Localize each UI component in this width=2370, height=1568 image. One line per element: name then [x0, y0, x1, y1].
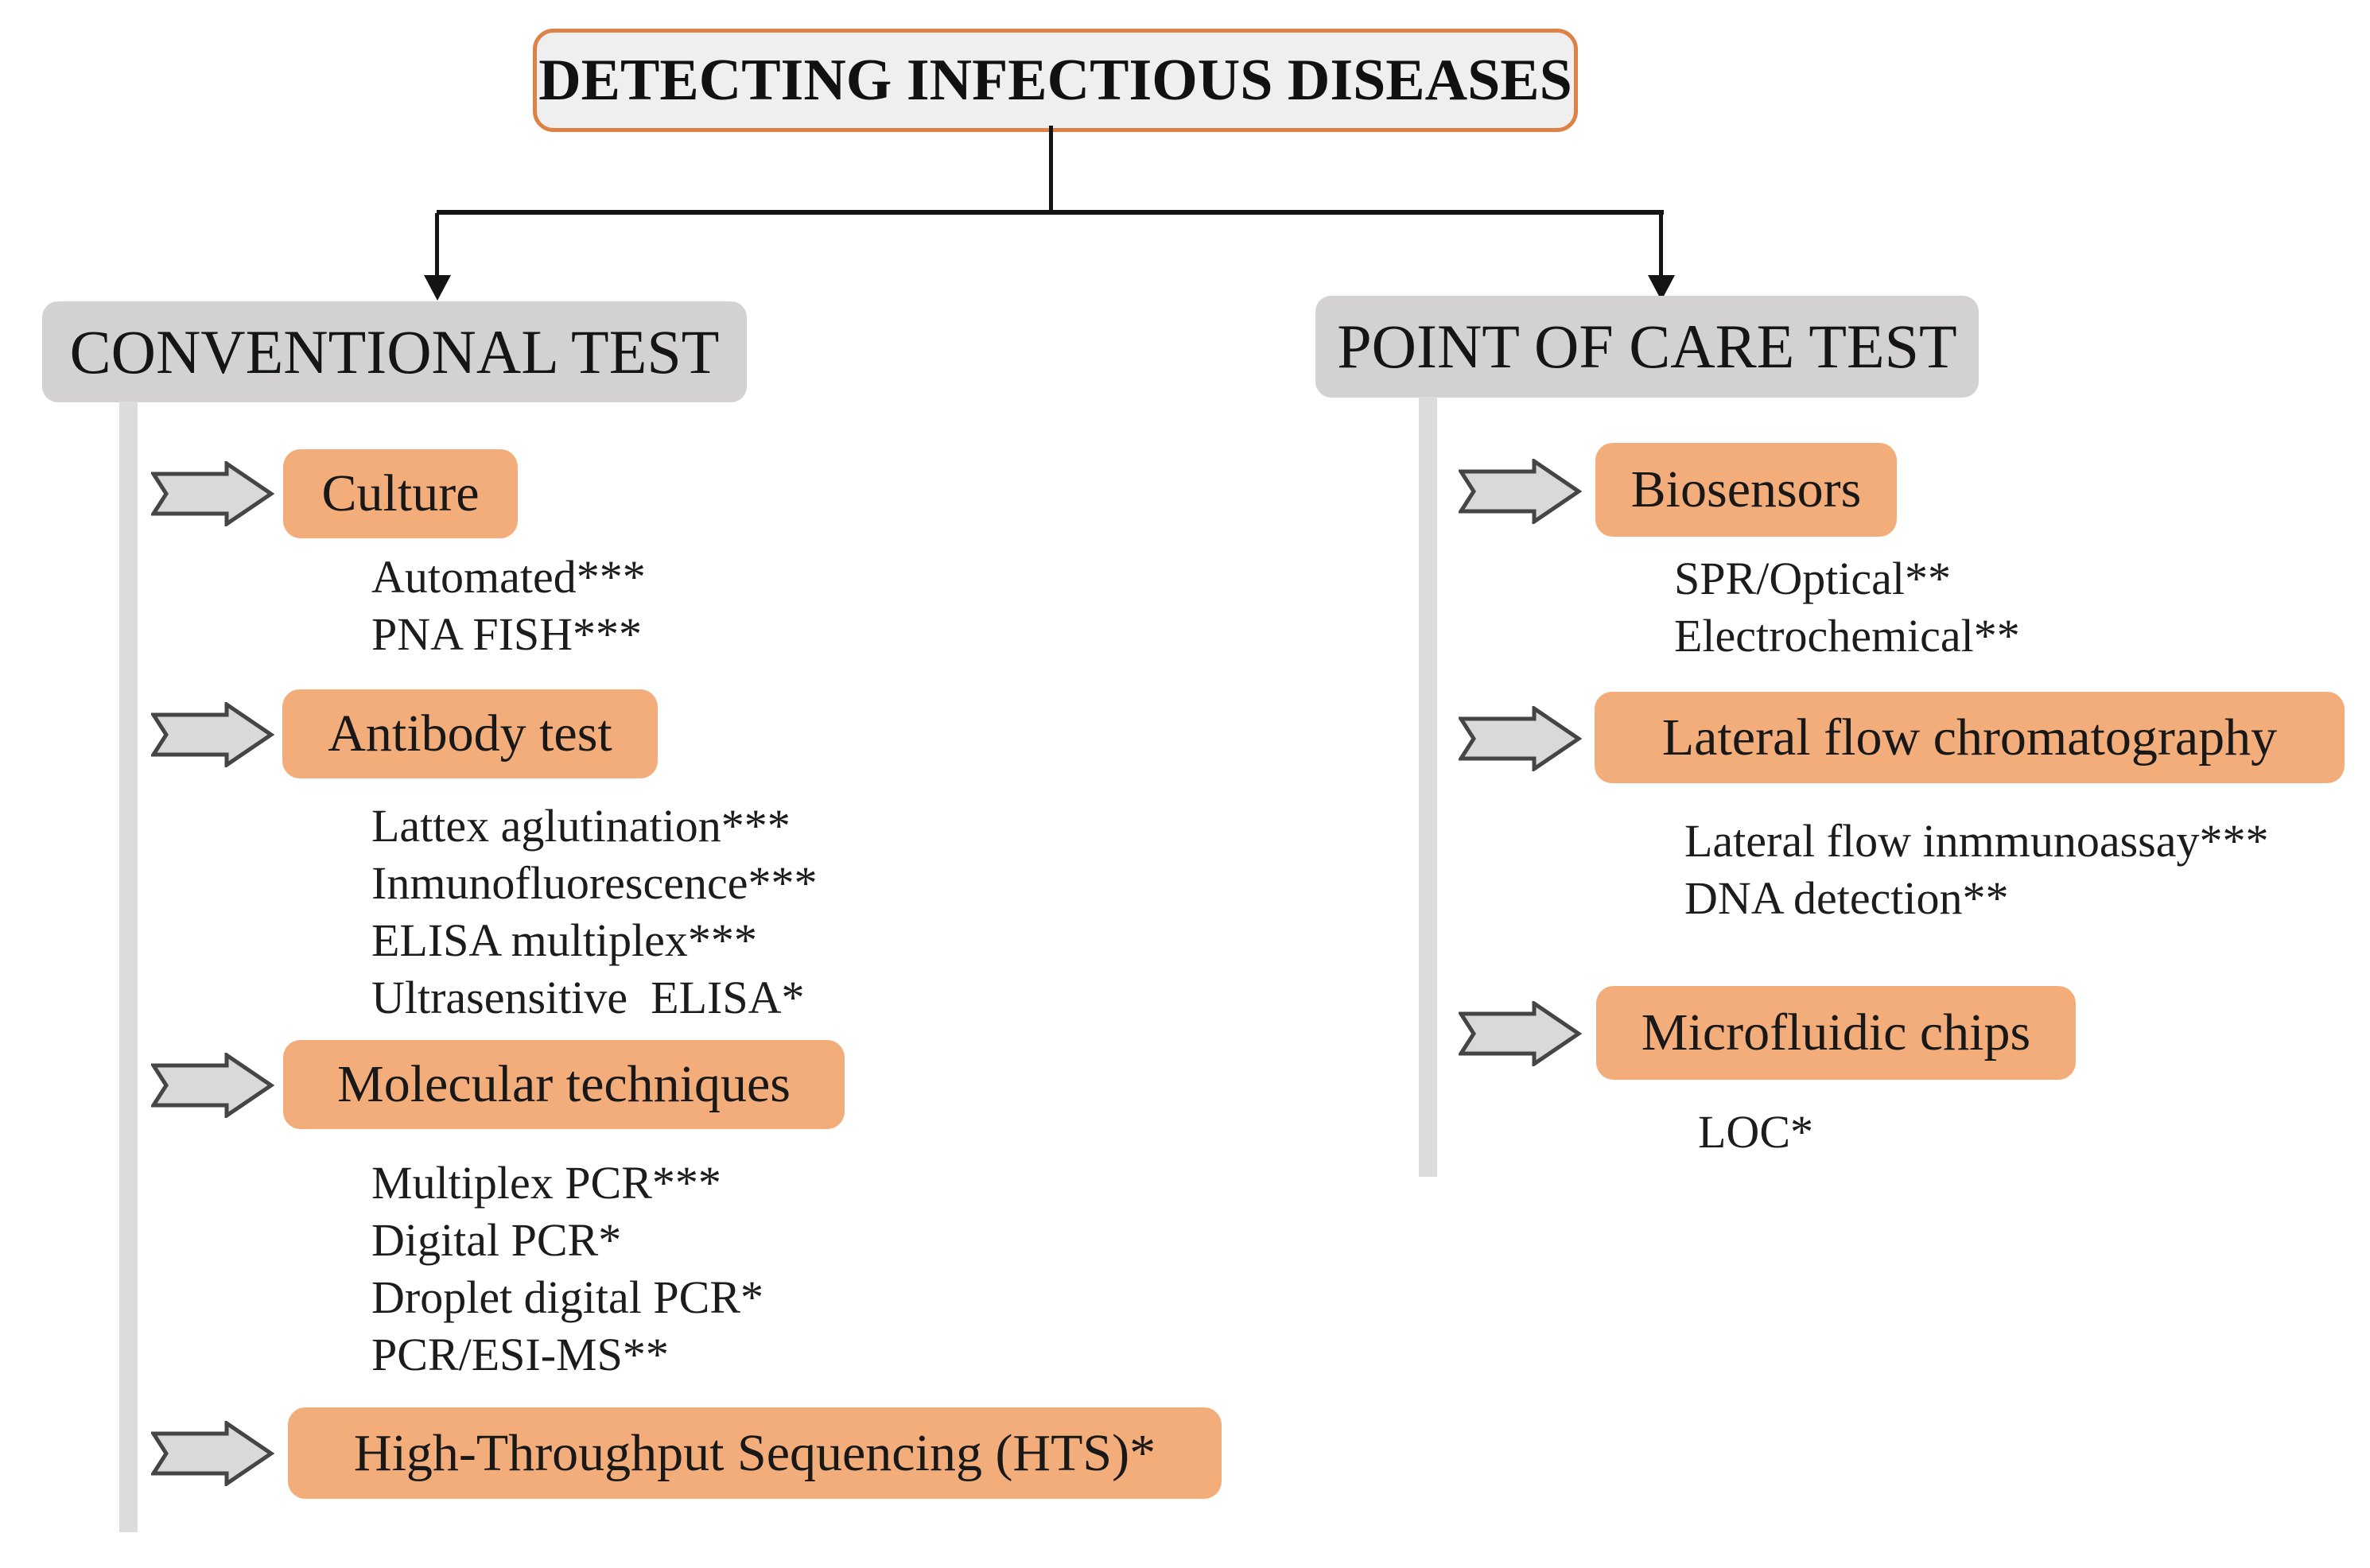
item-text: Multiplex PCR***: [371, 1157, 721, 1209]
flow-arrow-icon: [1457, 457, 1583, 528]
item-list-molecular-techniques: Multiplex PCR*** Digital PCR* Droplet di…: [371, 1155, 763, 1384]
item-text: Lattex aglutination***: [371, 800, 791, 852]
flow-arrow-icon: [1457, 704, 1583, 775]
branch-spine-right: [1419, 397, 1437, 1177]
category-node-antibody-test: Antibody test: [282, 689, 658, 778]
category-node-lateral-flow-chromatography: Lateral flow chromatography: [1595, 692, 2345, 783]
category-node-culture: Culture: [283, 449, 518, 538]
item-text: ELISA multiplex***: [371, 914, 757, 966]
item-text: DNA detection**: [1684, 872, 2009, 924]
connector-drop-right: [1659, 213, 1663, 277]
category-node-molecular-techniques: Molecular techniques: [283, 1040, 845, 1129]
item-list-culture: Automated*** PNA FISH***: [371, 549, 646, 663]
item-list-antibody-test: Lattex aglutination*** Inmunofluorescenc…: [371, 798, 817, 1027]
category-node-microfluidic-chips: Microfluidic chips: [1596, 986, 2076, 1080]
item-text: Inmunofluorescence***: [371, 857, 818, 909]
flow-arrow-icon: [150, 1051, 275, 1122]
branch-node-conventional-test: CONVENTIONAL TEST: [42, 301, 747, 402]
root-title-label: DETECTING INFECTIOUS DISEASES: [538, 47, 1572, 113]
item-text: Ultrasensitive ELISA*: [371, 972, 805, 1023]
root-title-node: DETECTING INFECTIOUS DISEASES: [533, 29, 1578, 132]
connector-drop-left: [435, 213, 439, 277]
category-label: Microfluidic chips: [1641, 1003, 2031, 1062]
connector-crossbar: [437, 210, 1664, 215]
item-list-lateral-flow: Lateral flow inmmunoassay*** DNA detecti…: [1684, 813, 2269, 927]
item-text: SPR/Optical**: [1674, 553, 1952, 604]
item-text: Droplet digital PCR*: [371, 1271, 763, 1323]
category-label: Lateral flow chromatography: [1661, 708, 2278, 767]
item-list-microfluidic-chips: LOC*: [1698, 1104, 1813, 1161]
branch-label: CONVENTIONAL TEST: [69, 316, 720, 386]
category-label: High-Throughput Sequencing (HTS)*: [353, 1423, 1156, 1482]
branch-spine-left: [119, 402, 138, 1532]
category-node-high-throughput-sequencing: High-Throughput Sequencing (HTS)*: [288, 1407, 1222, 1499]
connector-stem: [1049, 126, 1053, 212]
category-node-biosensors: Biosensors: [1595, 443, 1897, 537]
item-text: LOC*: [1698, 1106, 1813, 1158]
flow-arrow-icon: [150, 460, 275, 530]
branch-label: POINT OF CARE TEST: [1337, 312, 1957, 381]
item-list-biosensors: SPR/Optical** Electrochemical**: [1674, 550, 2020, 665]
item-text: Automated***: [371, 551, 646, 603]
item-text: PCR/ESI-MS**: [371, 1329, 669, 1380]
item-text: PNA FISH***: [371, 608, 643, 660]
category-label: Culture: [321, 464, 480, 522]
item-text: Lateral flow inmmunoassay***: [1684, 815, 2269, 867]
flow-arrow-icon: [1457, 999, 1583, 1070]
item-text: Digital PCR*: [371, 1214, 622, 1266]
flow-arrow-icon: [150, 1419, 275, 1490]
item-text: Electrochemical**: [1674, 610, 2020, 662]
branch-node-point-of-care-test: POINT OF CARE TEST: [1315, 296, 1979, 398]
category-label: Molecular techniques: [337, 1055, 791, 1113]
flow-arrow-icon: [150, 701, 275, 771]
category-label: Biosensors: [1630, 460, 1862, 518]
down-arrowhead-left-icon: [424, 275, 451, 301]
category-label: Antibody test: [328, 704, 612, 763]
